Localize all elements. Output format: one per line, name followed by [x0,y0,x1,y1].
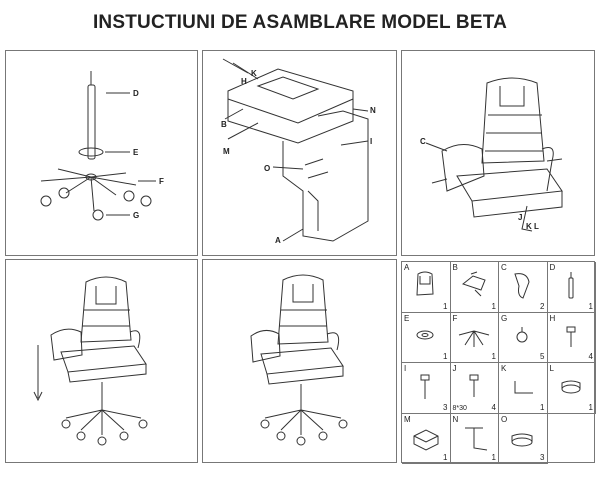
part-quantity: 1 [588,402,593,412]
label-d: D [133,89,139,98]
part-quantity: 1 [443,453,448,462]
part-quantity: 3 [540,453,545,462]
step-2-panel: K H B M N I O A [202,50,397,256]
part-quantity: 5 [540,352,545,361]
part-quantity: 1 [491,301,496,311]
part-letter: L [549,364,554,373]
part-e-icon [416,330,434,339]
part-i-icon [420,374,430,399]
part-o-icon [511,433,533,446]
part-k-icon [514,381,533,394]
part-g-icon [516,326,528,342]
label-a: A [275,236,281,245]
part-cell-j: J 4 8*30 [450,363,499,414]
label-l: L [534,222,539,231]
part-quantity: 1 [540,402,545,412]
part-f-icon [458,330,489,347]
part-letter: J [452,364,457,373]
part-letter: D [549,263,556,272]
part-letter: A [404,263,410,272]
finished-chair-drawing [250,274,348,446]
armrest-drawing [425,77,563,232]
part-quantity: 1 [443,352,448,361]
label-k: K [526,222,532,231]
label-e: E [133,148,139,157]
part-d-icon [568,272,573,299]
part-j-icon [469,374,478,397]
step-4-panel [5,259,198,463]
part-letter: O [501,414,508,424]
part-b-icon [461,271,486,297]
part-quantity: 1 [443,301,448,311]
label-g: G [133,211,140,220]
part-letter: H [549,313,556,323]
part-l-icon [561,380,580,394]
part-letter: K [501,364,507,373]
part-letter: E [404,313,410,323]
part-quantity: 1 [491,453,496,462]
page-title: INSTUCTIUNI DE ASAMBLARE MODEL BETA [92,12,508,33]
part-quantity: 1 [491,352,496,361]
part-letter: B [452,263,458,272]
part-h-icon [566,326,575,347]
label-k: K [251,69,257,78]
part-spec: 8*30 [452,404,467,412]
part-letter: M [404,414,411,424]
label-b: B [221,120,227,129]
part-c-icon [514,273,530,299]
label-h: H [241,77,247,86]
part-letter: N [452,414,459,424]
label-o: O [264,164,271,173]
part-a-icon [416,271,434,296]
label-n: N [370,106,376,115]
part-quantity: 4 [588,352,593,361]
part-m-icon [413,428,439,451]
seat-back-drawing [222,58,369,242]
part-quantity: 2 [540,301,545,311]
label-i: I [370,137,373,146]
step-3-panel: C J K L [401,50,595,256]
part-quantity: 1 [588,301,593,311]
label-c: C [420,137,426,146]
part-quantity: 3 [443,402,448,412]
label-j: J [518,213,523,222]
part-quantity: 4 [491,402,496,412]
base-assembly-drawing [40,71,156,221]
label-f: F [159,177,164,186]
part-letter: I [404,364,407,373]
part-letter: C [501,263,507,272]
seat-onto-base-drawing [33,276,148,446]
step-1-panel: D E F G [5,50,198,256]
part-n-icon [464,427,487,450]
part-letter: G [501,313,508,323]
label-m: M [223,147,230,156]
step-5-panel [202,259,397,463]
part-letter: F [452,313,458,323]
